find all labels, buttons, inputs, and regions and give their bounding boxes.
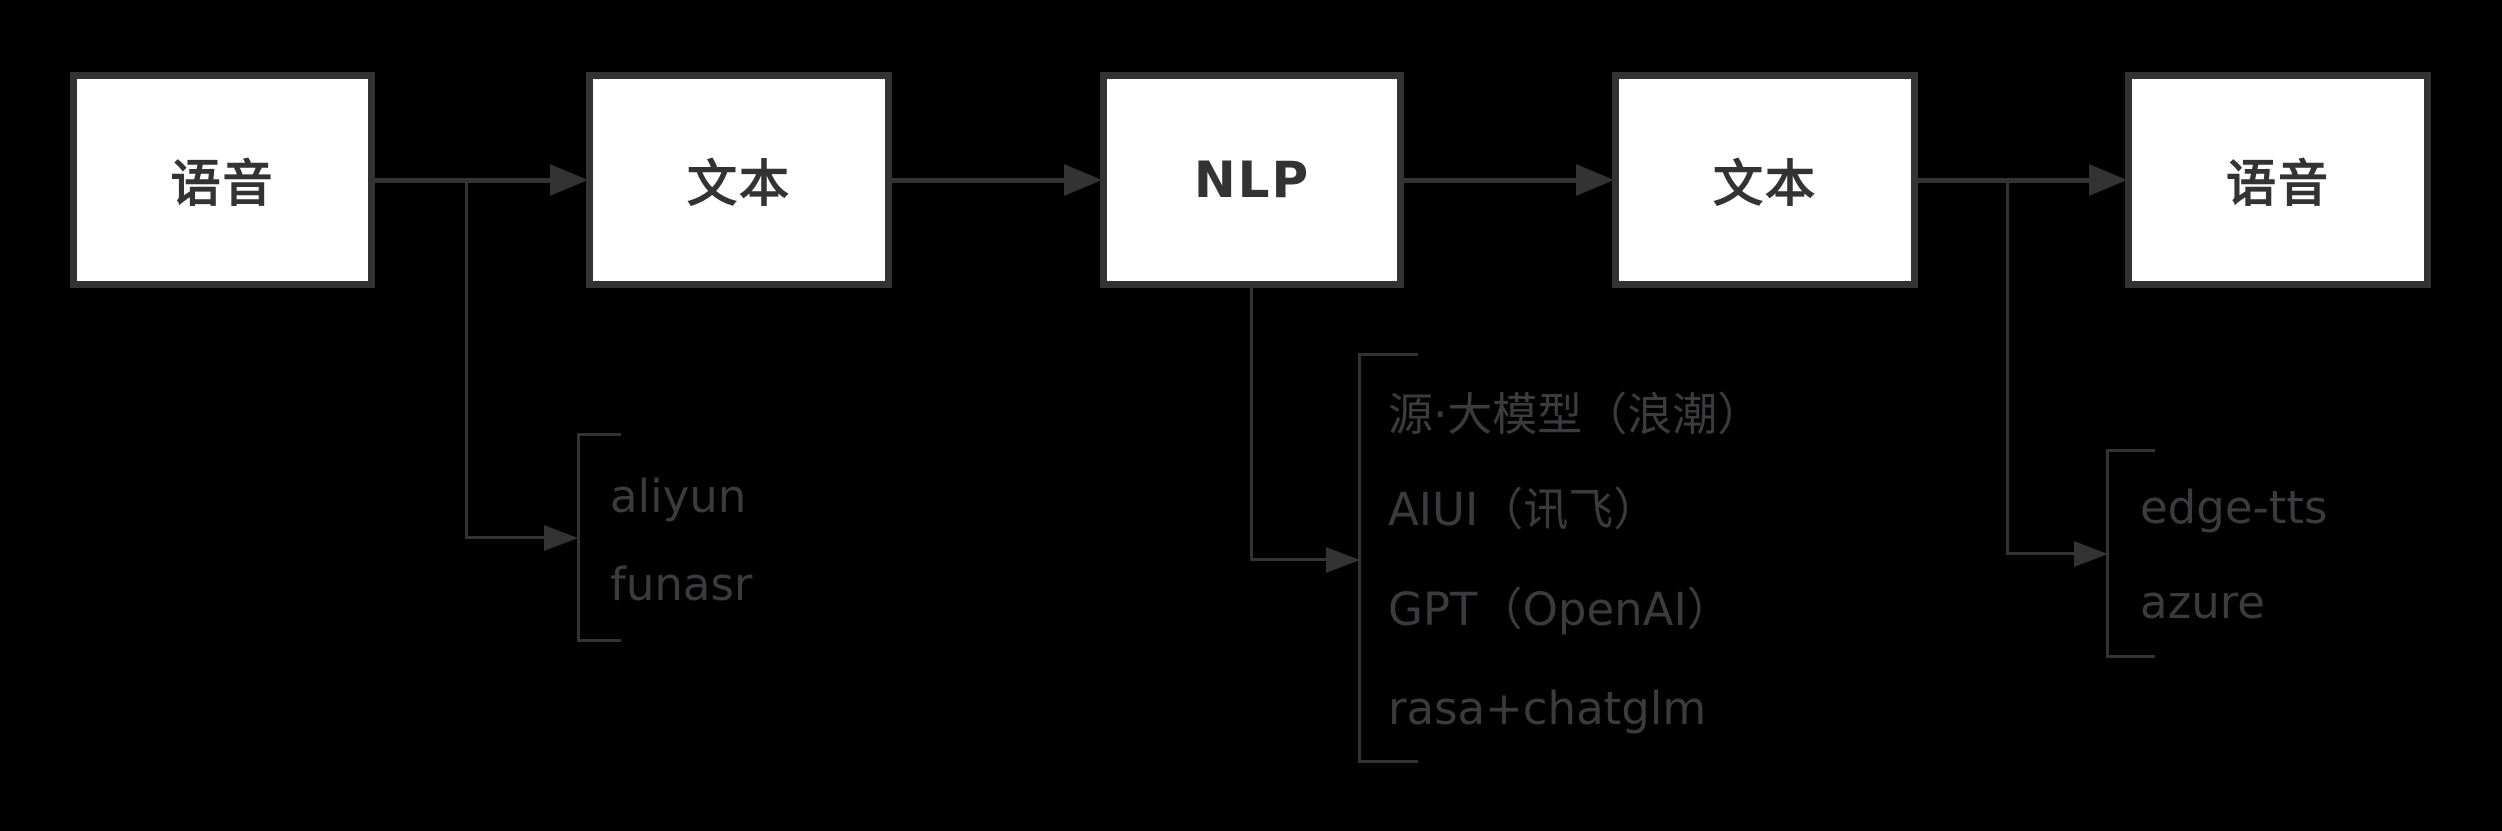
branch-item-label: AIUI（讯飞）	[1388, 483, 1659, 536]
arrow-head-icon	[2074, 541, 2108, 567]
branch-connector-horizontal	[465, 536, 546, 539]
bracket-tick-bottom	[1358, 760, 1418, 763]
branch-item-label: aliyun	[610, 470, 747, 523]
flow-node-text-output: 文本	[1612, 72, 1918, 288]
node-label-voice-input: 语音	[170, 155, 275, 213]
branch-connector-vertical	[1250, 288, 1253, 561]
arrow-head-icon	[2089, 164, 2127, 196]
arrow-line	[1918, 178, 2089, 183]
node-label-nlp: NLP	[1193, 151, 1311, 209]
arrow-line	[892, 178, 1064, 183]
branch-item-label: 源·大模型（浪潮）	[1388, 388, 1763, 441]
arrow-head-icon	[1326, 547, 1360, 573]
bracket-tick-bottom	[2106, 655, 2155, 658]
branch-connector-horizontal	[2006, 552, 2076, 555]
branch-item-label: azure	[2140, 576, 2265, 629]
flow-node-voice-input: 语音	[70, 72, 375, 288]
arrow-head-icon	[544, 525, 578, 551]
arrow-line	[1404, 178, 1576, 183]
arrow-head-icon	[1576, 164, 1614, 196]
branch-connector-vertical	[2006, 180, 2009, 555]
flow-node-text-input: 文本	[586, 72, 892, 288]
branch-item-label: rasa+chatglm	[1388, 682, 1707, 735]
arrow-head-icon	[550, 164, 588, 196]
arrow-line	[375, 178, 550, 183]
branch-item-label: funasr	[610, 558, 753, 611]
branch-item-label: GPT（OpenAI）	[1388, 583, 1732, 636]
branch-connector-vertical	[465, 180, 468, 539]
bracket-tick-bottom	[577, 639, 621, 642]
bracket-vertical	[2106, 449, 2109, 658]
bracket-vertical	[577, 433, 580, 642]
bracket-vertical	[1358, 353, 1361, 763]
flow-node-nlp: NLP	[1100, 72, 1404, 288]
node-label-text-input: 文本	[687, 155, 791, 213]
node-label-text-output: 文本	[1713, 155, 1817, 213]
arrow-head-icon	[1064, 164, 1102, 196]
bracket-tick-top	[577, 433, 621, 436]
branch-item-label: edge-tts	[2140, 481, 2328, 534]
flow-node-voice-output: 语音	[2125, 72, 2431, 288]
branch-connector-horizontal	[1250, 558, 1328, 561]
bracket-tick-top	[2106, 449, 2155, 452]
node-label-voice-output: 语音	[2226, 155, 2330, 213]
bracket-tick-top	[1358, 353, 1418, 356]
